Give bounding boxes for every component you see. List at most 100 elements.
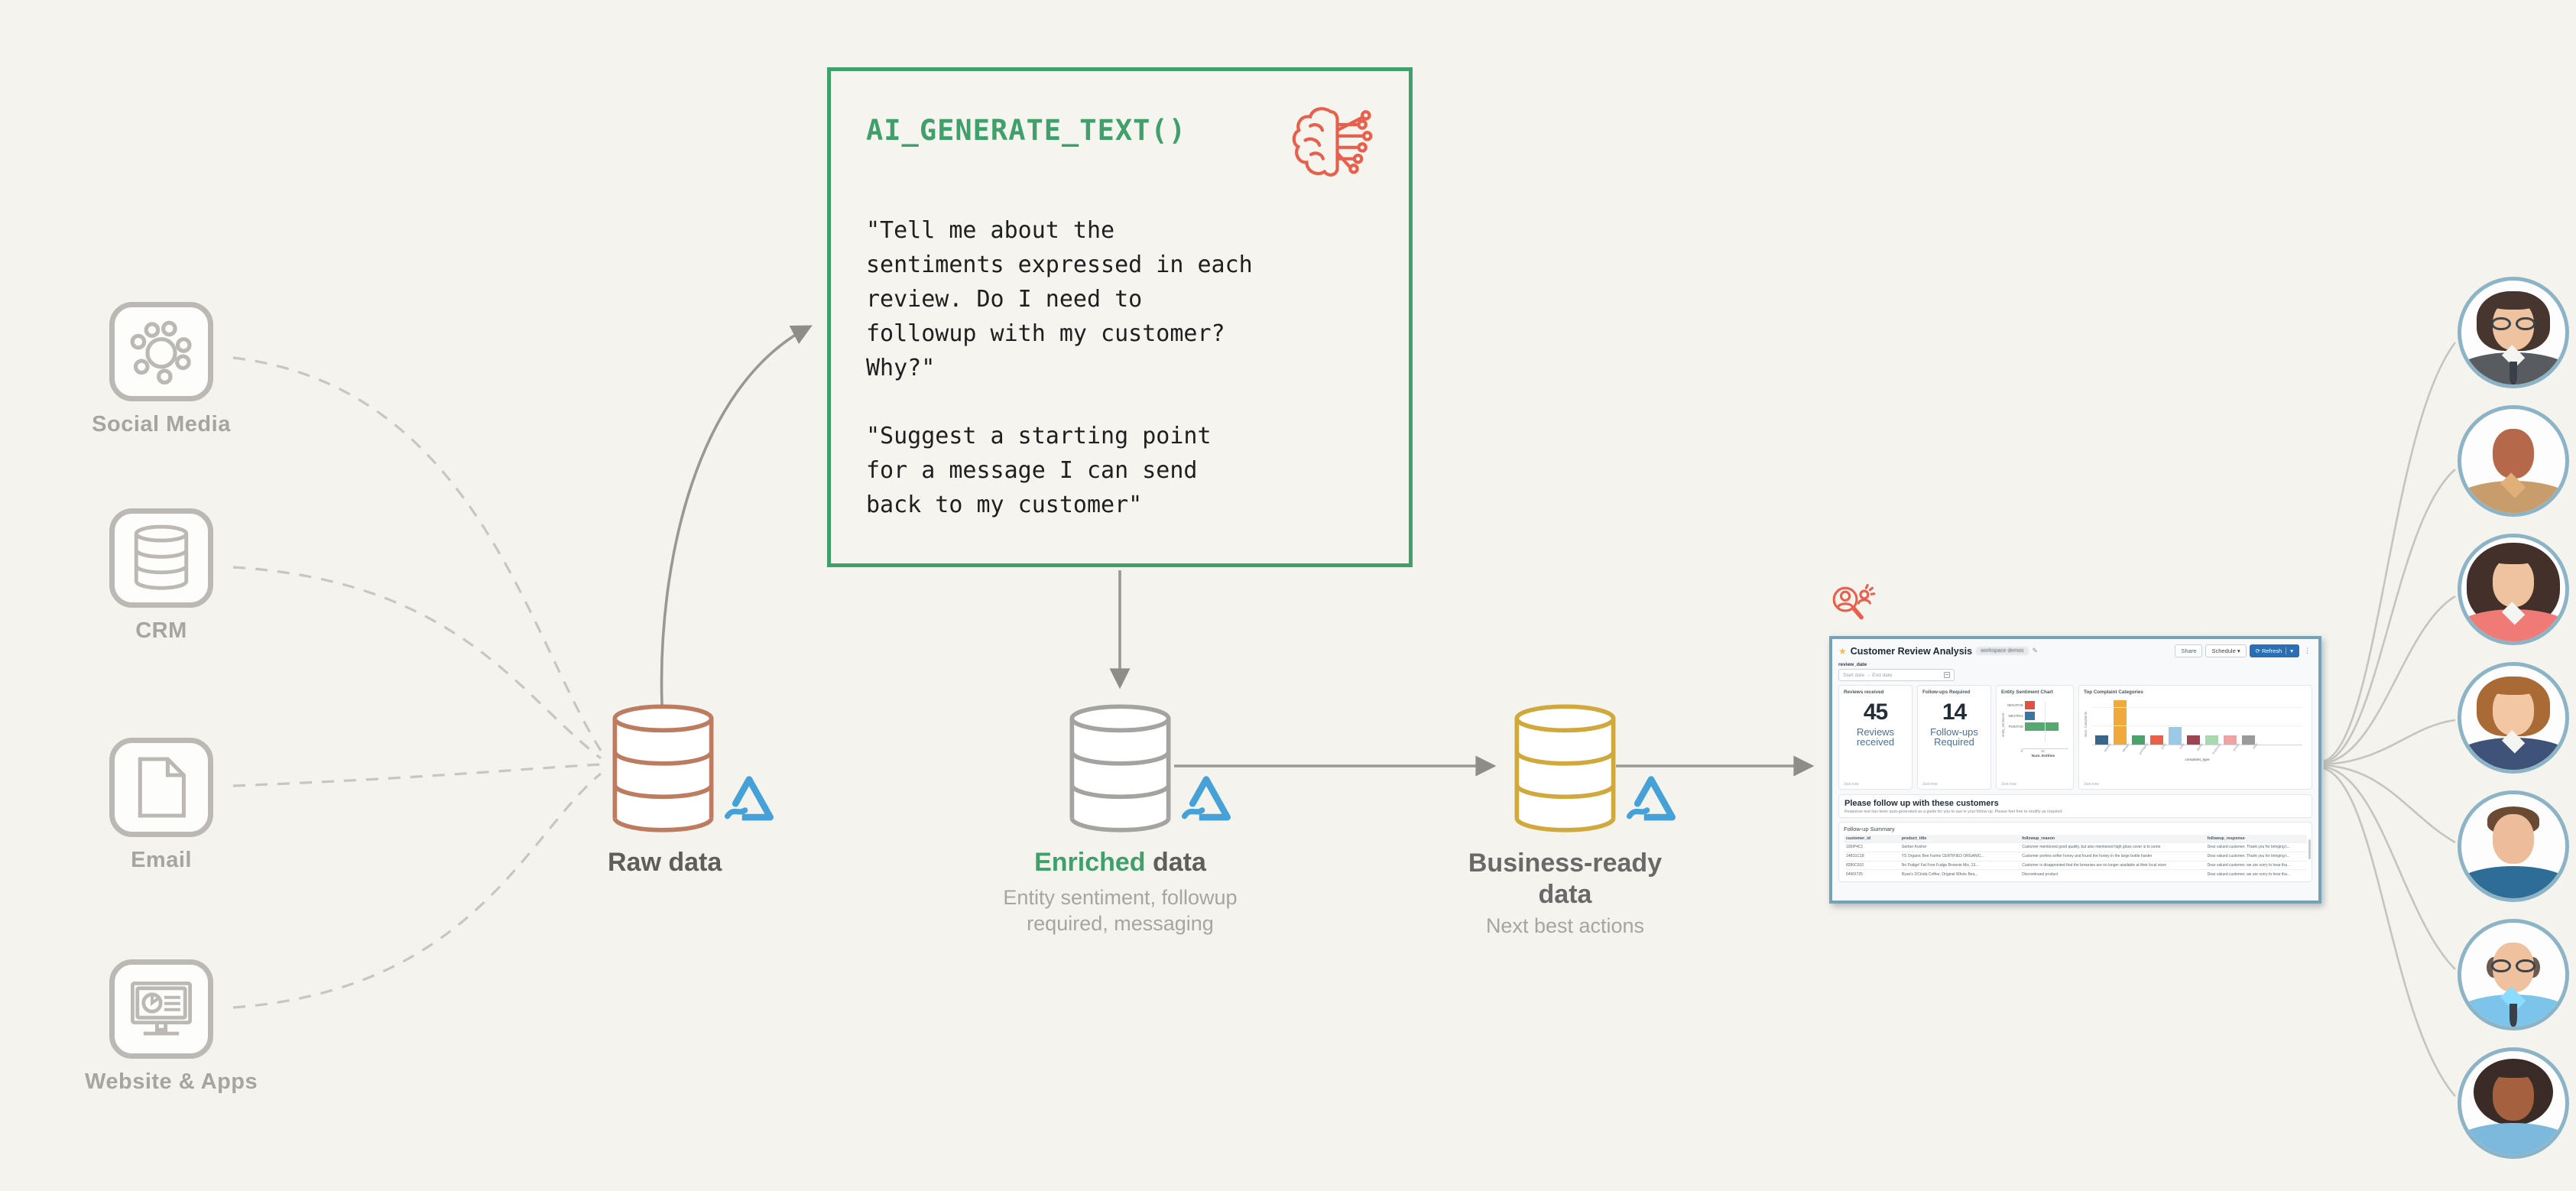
dashboard-header: ★ Customer Review Analysis workspace dem…: [1838, 644, 2312, 657]
reviews-received-card[interactable]: Reviews received 45 Reviews received Jus…: [1838, 685, 1913, 790]
avatar-shoulders: [2461, 865, 2565, 898]
ai-generate-text-box: AI_GENERATE_TEXT() "Tell me about the se…: [827, 67, 1413, 567]
monitor-analytics-icon: [109, 959, 213, 1059]
avatar-glasses: [2491, 316, 2535, 331]
avatar-fringe: [2488, 678, 2539, 696]
customer-avatar[interactable]: [2458, 405, 2569, 517]
calendar-icon[interactable]: [1944, 672, 1950, 678]
followup-note: Response text has been auto-generated as…: [1844, 810, 2062, 814]
customer-avatar[interactable]: [2458, 277, 2569, 388]
avatar-face: [2492, 557, 2535, 608]
complaint-bar: [2150, 735, 2163, 745]
source-label: Email: [131, 848, 192, 872]
store-label: Enriched data: [1034, 848, 1206, 877]
customer-analysis-icon: [1832, 583, 1876, 620]
customer-fan-lines: [2323, 342, 2457, 1097]
share-button[interactable]: Share: [2175, 644, 2203, 657]
complaint-bar: [2242, 735, 2255, 745]
complaint-bar: [2187, 735, 2200, 745]
avatar-fringe: [2488, 547, 2539, 565]
reviews-count: 45: [1863, 699, 1888, 725]
table-scrollbar[interactable]: [2308, 839, 2311, 859]
sentiment-bar: [2025, 722, 2059, 731]
complaint-bar: [2114, 700, 2127, 745]
store-subtitle: Next best actions: [1485, 914, 1645, 937]
date-filter: review_date Start date → End date: [1838, 662, 2312, 681]
source-social-media[interactable]: Social Media: [85, 302, 238, 437]
customer-avatar[interactable]: [2458, 662, 2569, 774]
kebab-menu-icon[interactable]: ⋮: [2304, 647, 2311, 654]
schedule-button[interactable]: Schedule ▾: [2205, 644, 2247, 657]
customer-avatar[interactable]: [2458, 790, 2569, 902]
ai-prompt-paragraph-1: "Tell me about the sentiments expressed …: [866, 217, 1253, 381]
sentiment-bar-row: POSITIVE: [2007, 722, 2068, 731]
favorite-star-icon[interactable]: ★: [1838, 645, 1847, 657]
source-crm[interactable]: CRM: [85, 508, 238, 644]
table-title: Follow-up Summary: [1844, 826, 1895, 832]
entity-sentiment-card[interactable]: Entity Sentiment Chart entity_sentiment …: [1996, 685, 2074, 790]
followup-callout: Please follow up with these customers Re…: [1838, 794, 2312, 818]
complaint-bar: [2169, 726, 2182, 745]
document-icon: [109, 738, 213, 837]
source-label: Website & Apps: [85, 1069, 258, 1094]
crm-database-icon: [109, 508, 213, 608]
enriched-highlight: Enriched: [1034, 848, 1146, 877]
avatar-glasses: [2491, 959, 2535, 973]
avatar-face: [2492, 1070, 2535, 1121]
avatar-shoulders: [2461, 1122, 2565, 1155]
dashboard-title: Customer Review Analysis: [1850, 645, 1973, 657]
store-label: Business-ready data: [1468, 849, 1663, 909]
customer-avatar[interactable]: [2458, 1047, 2569, 1159]
dashed-source-links: [232, 356, 602, 1009]
refresh-caret[interactable]: ▾: [2286, 647, 2293, 654]
avatar-face: [2492, 813, 2535, 865]
complaint-bar: [2095, 735, 2108, 745]
complaint-bar: [2205, 735, 2218, 745]
store-label: Raw data: [608, 848, 722, 877]
sentiment-bar: [2025, 712, 2035, 720]
source-label: CRM: [135, 618, 187, 643]
date-range-input[interactable]: Start date → End date: [1838, 669, 1955, 681]
delta-lake-logo: [1626, 776, 1676, 821]
ai-prompt-paragraph-2: "Suggest a starting point for a message …: [866, 423, 1212, 518]
database-cylinder-icon: [612, 704, 714, 832]
top-complaints-card[interactable]: Top Complaint Categories Num. Complaints…: [2078, 685, 2312, 790]
followup-summary-table: Follow-up Summary customer_id product_ti…: [1838, 822, 2312, 883]
dashboard-cards: Reviews received 45 Reviews received Jus…: [1838, 685, 2312, 790]
ai-function-title: AI_GENERATE_TEXT(): [866, 114, 1186, 147]
customer-avatar[interactable]: [2458, 919, 2569, 1030]
delta-lake-logo: [724, 776, 774, 821]
database-cylinder-icon: [1514, 704, 1616, 832]
sentiment-bar-row: NEGATIVE: [2007, 701, 2068, 709]
avatar-tie: [2509, 362, 2517, 385]
business-ready-data-store[interactable]: Business-ready data Next best actions: [1468, 699, 1676, 939]
avatar-fringe: [2488, 293, 2539, 310]
source-website-apps[interactable]: Website & Apps: [85, 959, 258, 1095]
complaint-bar: [2132, 735, 2145, 745]
refresh-button[interactable]: ⟳ Refresh▾: [2249, 644, 2299, 657]
brain-circuit-icon: [1292, 107, 1373, 177]
followups-count: 14: [1942, 699, 1967, 725]
followup-heading: Please follow up with these customers: [1844, 799, 1999, 808]
followups-required-card[interactable]: Follow-ups Required 14 Follow-ups Requir…: [1917, 685, 1991, 790]
dashboard-badge: workspace demos: [1976, 647, 2029, 655]
enriched-data-store[interactable]: Enriched data Entity sentiment, followup…: [1003, 699, 1238, 937]
filter-label: review_date: [1838, 662, 1867, 667]
avatar-tie: [2509, 1004, 2517, 1027]
avatar-face: [2492, 428, 2535, 479]
customer-avatar[interactable]: [2458, 534, 2569, 645]
social-media-icon: [109, 302, 213, 401]
edit-pencil-icon[interactable]: ✎: [2032, 647, 2039, 654]
store-subtitle: Entity sentiment, followup required, mes…: [1003, 886, 1238, 935]
raw-data-store[interactable]: Raw data: [608, 699, 774, 878]
avatar-fringe: [2488, 1061, 2539, 1079]
sentiment-bar: [2025, 701, 2035, 709]
source-email[interactable]: Email: [85, 738, 238, 873]
